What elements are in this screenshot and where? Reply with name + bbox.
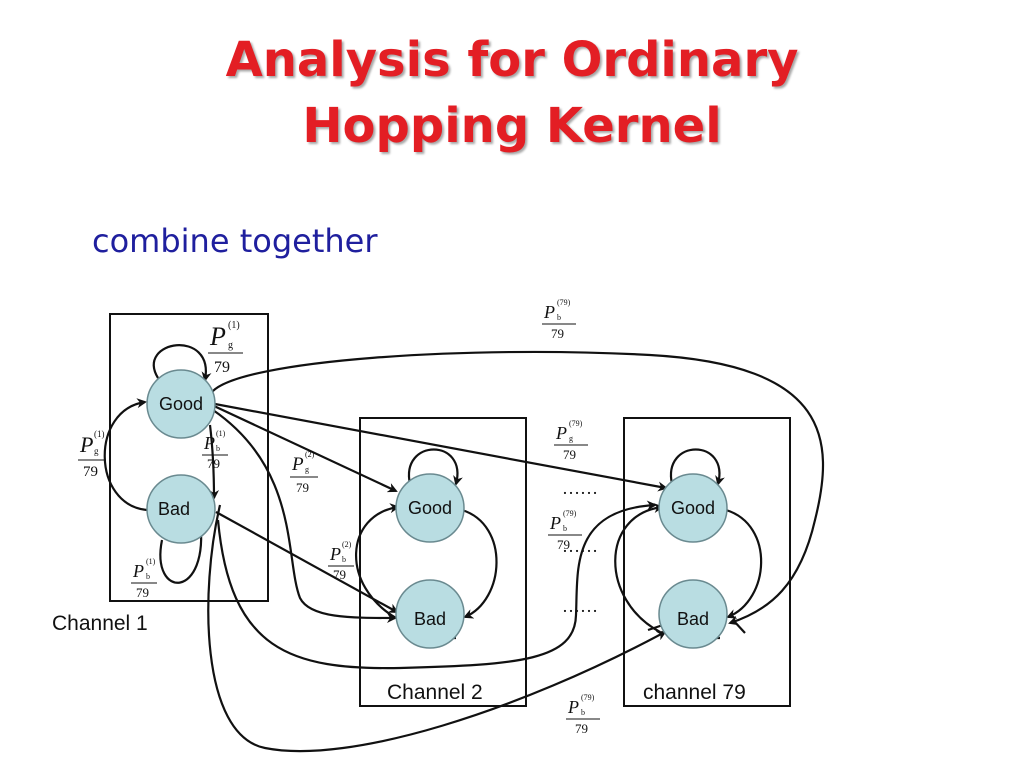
channel-2-box [359, 417, 527, 707]
title-line-1: Analysis for Ordinary [225, 32, 799, 88]
ellipsis-middle: …… [562, 536, 598, 556]
title-line-2: Hopping Kernel [302, 98, 722, 154]
prob-sup: (79) [563, 509, 577, 518]
prob-denominator: 79 [557, 537, 570, 552]
prob-denominator: 79 [214, 359, 230, 376]
ch2-good-to-bad-arc [461, 508, 498, 619]
prob-sub: b [581, 708, 585, 717]
ch2-bad-node: Bad [395, 579, 465, 649]
ch1-bad-to-ch79-good [216, 500, 657, 670]
prob-denominator: 79 [136, 585, 149, 600]
prob-sup: (1) [228, 320, 240, 331]
ch2-good-self-loop [407, 448, 463, 486]
prob-pb79-top: P b (79) 79 [542, 298, 576, 341]
prob-pg1-left: P g (1) 79 [78, 429, 106, 480]
prob-sub: g [305, 465, 309, 474]
prob-sub: g [228, 340, 233, 351]
channel-79-box [623, 417, 791, 707]
ch1-good-node: Good [146, 369, 216, 439]
prob-sub: b [563, 524, 567, 533]
ch2-bad-to-good-arc [355, 503, 400, 619]
subtitle: combine together [92, 222, 378, 260]
prob-symbol: P [567, 697, 579, 717]
ch1-bad-self-loop [159, 518, 206, 584]
prob-sub: b [557, 313, 561, 322]
prob-symbol: P [555, 423, 567, 443]
ch2-bad-label: Bad [414, 609, 446, 629]
prob-sup: (1) [146, 557, 156, 566]
prob-denominator: 79 [83, 464, 98, 480]
prob-sup: (1) [216, 429, 226, 438]
prob-pb1-mid: P b (1) 79 [202, 429, 228, 471]
prob-sub: b [216, 444, 220, 453]
ch1-good-to-ch79-good [214, 402, 668, 492]
ch1-good-to-bad-line [208, 424, 219, 500]
ch79-bad-to-good-arc [614, 503, 664, 633]
prob-sub: b [146, 572, 150, 581]
ellipsis-bottom: …… [562, 596, 598, 616]
prob-sup: (79) [581, 693, 595, 702]
prob-sub: g [94, 446, 99, 456]
ch1-bad-node: Bad [146, 474, 216, 544]
ch1-good-to-ch2-bad [212, 409, 397, 623]
prob-pg2: P g (2) 79 [290, 450, 318, 495]
prob-pb79-bottom: P b (79) 79 [566, 693, 600, 736]
ellipsis-top: …… [562, 478, 598, 498]
prob-pb2: P b (2) 79 [328, 540, 354, 582]
prob-symbol: P [132, 561, 144, 581]
prob-sub: g [569, 434, 573, 443]
ch79-good-node: Good [658, 473, 728, 543]
prob-denominator: 79 [296, 480, 309, 495]
channel-1-label: Channel 1 [52, 612, 148, 635]
ch1-good-to-ch79-bad [211, 350, 825, 626]
prob-denominator: 79 [333, 567, 346, 582]
ch79-good-self-loop [669, 448, 725, 486]
ch1-good-label: Good [159, 394, 203, 414]
prob-symbol: P [291, 454, 304, 475]
prob-sup: (2) [342, 540, 352, 549]
ch1-bad-label: Bad [158, 499, 190, 519]
prob-symbol: P [543, 302, 555, 322]
ch1-bad-to-ch79-bad [207, 504, 667, 753]
ch1-good-to-ch2-good [213, 405, 398, 493]
prob-symbol: P [203, 433, 215, 453]
channel-2-label: Channel 2 [387, 681, 483, 704]
prob-sup: (79) [557, 298, 571, 307]
ch1-good-self-loop [152, 344, 212, 382]
prob-sup: (79) [569, 419, 583, 428]
ch79-bad-label: Bad [677, 609, 709, 629]
ch1-bad-to-good-arc [103, 398, 148, 512]
prob-denominator: 79 [575, 721, 588, 736]
ch79-good-label: Good [671, 498, 715, 518]
channel-79-label: channel 79 [643, 681, 746, 704]
prob-pg79: P g (79) 79 [554, 419, 588, 462]
prob-symbol: P [209, 322, 226, 351]
prob-sub: b [342, 555, 346, 564]
prob-denominator: 79 [207, 456, 220, 471]
prob-sup: (2) [305, 450, 315, 459]
prob-symbol: P [549, 513, 561, 533]
prob-pb79-mid: P b (79) 79 [548, 509, 582, 552]
prob-pg1-self: P g (1) 79 [208, 320, 243, 376]
prob-denominator: 79 [551, 326, 564, 341]
prob-denominator: 79 [563, 447, 576, 462]
prob-symbol: P [79, 432, 93, 457]
prob-sup: (1) [94, 429, 105, 439]
prob-pb1-self: P b (1) 79 [131, 557, 157, 600]
channel-1-box [109, 313, 269, 602]
ch1-bad-to-ch2-bad [215, 511, 399, 613]
ch79-good-to-bad-arc [725, 508, 763, 619]
prob-symbol: P [329, 544, 341, 564]
ch2-good-label: Good [408, 498, 452, 518]
ch2-good-node: Good [395, 473, 465, 543]
ch79-bad-node: Bad [658, 579, 728, 649]
